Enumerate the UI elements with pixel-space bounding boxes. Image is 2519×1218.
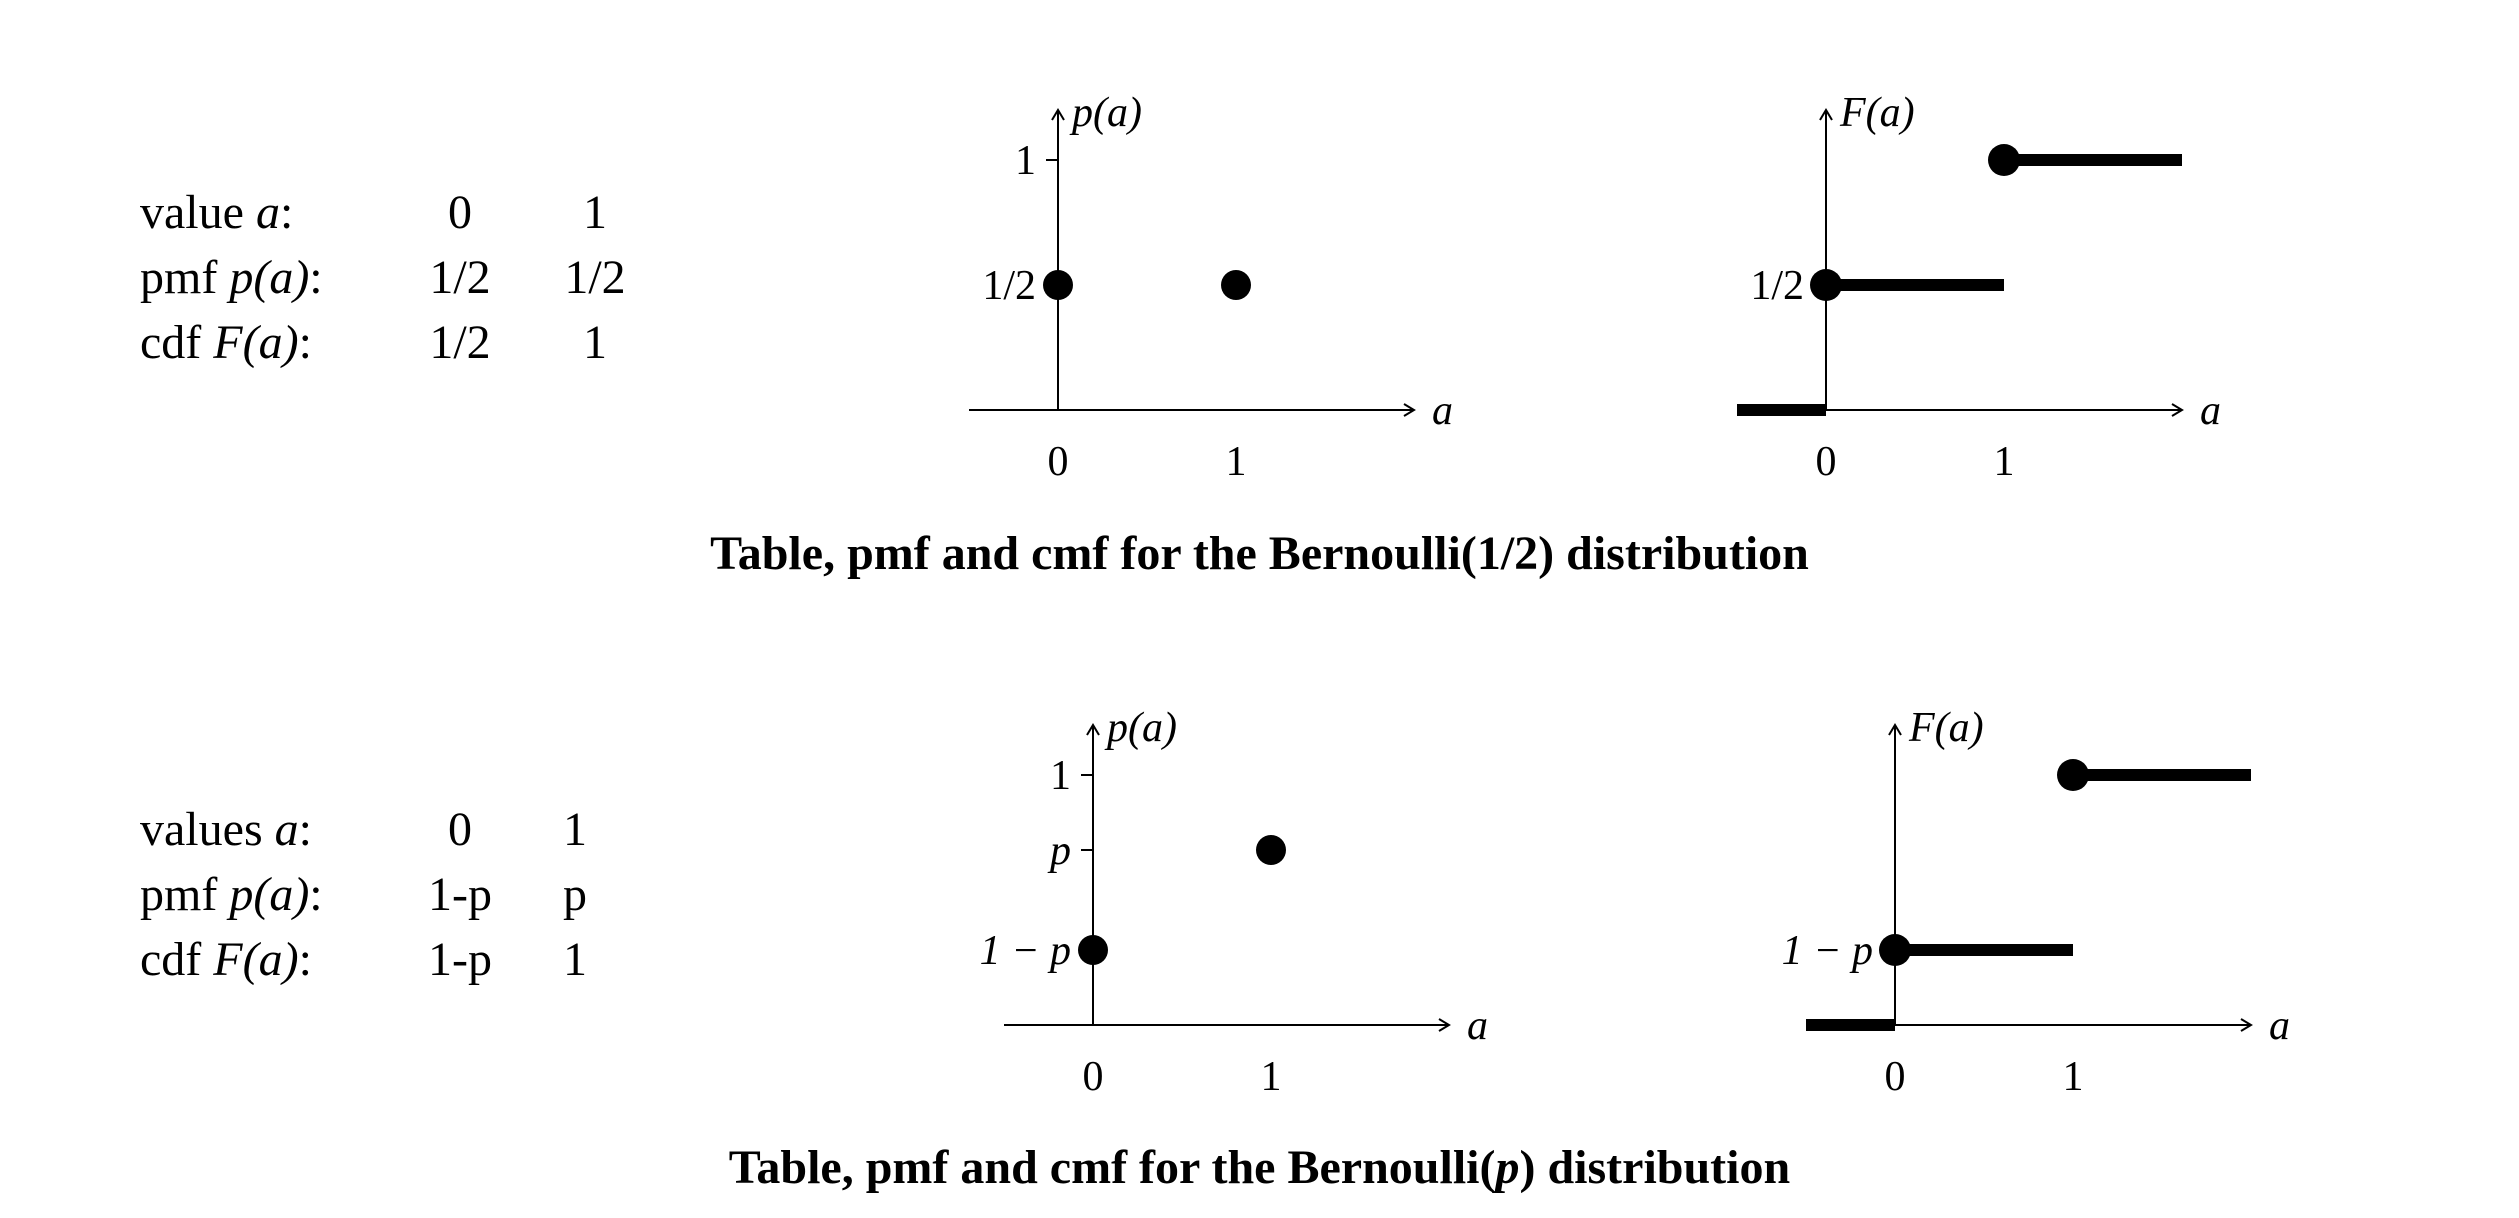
table-row-cdf: cdf F(a): 1-p 1 [140, 927, 625, 992]
y-axis-label: F(a) [1908, 705, 1984, 751]
table-row-cdf: cdf F(a): 1/2 1 [140, 310, 665, 375]
table-row-values: values a: 0 1 [140, 797, 625, 862]
plot-pmf: a p(a) 0 1 1 − p p 1 [980, 705, 1488, 1100]
table-cell: 1 [583, 316, 607, 369]
plot-cdf: a F(a) 0 1 1/2 [1737, 90, 2221, 485]
x-axis-arrow [2171, 403, 2184, 417]
y-tick-label: 1 − p [980, 928, 1071, 974]
y-axis-arrow [1051, 108, 1065, 121]
x-tick-label: 0 [1885, 1054, 1906, 1100]
table-row-pmf: pmf p(a): 1/2 1/2 [140, 245, 665, 310]
caption-bernoulli-p: Table, pmf and cmf for the Bernoulli(p) … [728, 1141, 1791, 1194]
x-axis-label: a [2269, 1003, 2290, 1049]
x-tick-label: 0 [1048, 439, 1069, 485]
table-cell: 1/2 [429, 251, 491, 304]
table-cell: 1 [563, 803, 587, 856]
x-axis-label: a [1467, 1003, 1488, 1049]
x-tick-label: 1 [1261, 1054, 1282, 1100]
table-cell: 1 [583, 186, 607, 239]
table-cell: 0 [448, 803, 472, 856]
row-label: cdf F(a): [140, 933, 312, 986]
x-tick-label: 1 [1994, 439, 2015, 485]
row-label: values a: [140, 803, 312, 856]
y-axis-arrow [1819, 108, 1833, 121]
table-cell: 0 [448, 186, 472, 239]
y-axis-arrow [1888, 723, 1902, 736]
y-tick-label: 1 [1050, 753, 1071, 799]
x-axis-label: a [1432, 388, 1453, 434]
x-tick-label: 0 [1083, 1054, 1104, 1100]
table-bernoulli-half: value a: 0 1 pmf p(a): 1/2 1/2 cdf F(a):… [140, 180, 665, 375]
table-row-pmf: pmf p(a): 1-p p [140, 862, 625, 927]
x-axis-arrow [2240, 1018, 2253, 1032]
table-cell: 1 [563, 933, 587, 986]
row-label: cdf F(a): [140, 316, 312, 369]
x-tick-label: 1 [2063, 1054, 2084, 1100]
table-cell: 1/2 [564, 251, 626, 304]
table-cell: p [563, 868, 587, 921]
x-axis-arrow [1403, 403, 1416, 417]
plot-cdf: a F(a) 0 1 1 − p [1782, 705, 2290, 1100]
y-axis-label: F(a) [1839, 90, 1915, 136]
table-cell: 1-p [428, 868, 492, 921]
x-tick-label: 0 [1816, 439, 1837, 485]
step-dot [1879, 934, 1911, 966]
data-point [1043, 270, 1073, 300]
x-tick-label: 1 [1226, 439, 1247, 485]
x-axis-arrow [1438, 1018, 1451, 1032]
y-tick-label: 1/2 [1750, 263, 1804, 309]
data-point [1256, 835, 1286, 865]
y-axis-arrow [1086, 723, 1100, 736]
row-label: pmf p(a): [140, 251, 323, 304]
step-dot [1988, 144, 2020, 176]
table-bernoulli-p: values a: 0 1 pmf p(a): 1-p p cdf F(a): … [140, 797, 625, 992]
step-dot [1810, 269, 1842, 301]
data-point [1078, 935, 1108, 965]
x-axis-label: a [2200, 388, 2221, 434]
y-tick-label: 1 [1015, 138, 1036, 184]
y-axis-label: p(a) [1104, 705, 1177, 751]
y-tick-label: 1/2 [982, 263, 1036, 309]
data-point [1221, 270, 1251, 300]
y-axis-label: p(a) [1069, 90, 1142, 136]
row-label: pmf p(a): [140, 868, 323, 921]
step-dot [2057, 759, 2089, 791]
row-label: value a: [140, 186, 294, 239]
plot-pmf: a p(a) 0 1 1/2 1 [969, 90, 1453, 485]
caption-bernoulli-half: Table, pmf and cmf for the Bernoulli(1/2… [710, 527, 1809, 580]
table-row-values: value a: 0 1 [140, 180, 665, 245]
table-cell: 1-p [428, 933, 492, 986]
y-tick-label: p [1047, 828, 1071, 874]
table-cell: 1/2 [429, 316, 491, 369]
y-tick-label: 1 − p [1782, 928, 1873, 974]
